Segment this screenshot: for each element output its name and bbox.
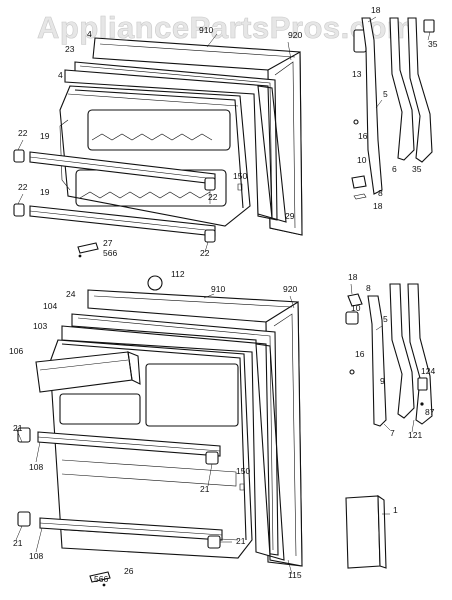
callout-lower-104: 104	[43, 301, 57, 311]
upper-hinge-assemblies	[351, 16, 435, 200]
callout-lower-910: 910	[211, 284, 225, 294]
callout-upper-6: 6	[392, 164, 397, 174]
callout-lower-115: 115	[288, 570, 302, 580]
callout-lower-106: 106	[9, 346, 23, 356]
callout-lower-21a: 21	[13, 423, 23, 433]
lower-shelf-bar-2	[39, 517, 223, 541]
callout-upper-4b: 4	[58, 70, 63, 80]
callout-upper-920: 920	[288, 30, 302, 40]
callout-lower-8: 8	[366, 283, 371, 293]
upper-door-gasket-frame	[64, 41, 292, 223]
upper-small-parts	[77, 183, 243, 258]
callout-lower-566: 566	[94, 574, 108, 584]
lower-shelf-bar-1	[37, 431, 221, 457]
callout-upper-18: 18	[371, 5, 381, 15]
upper-bar-end-caps	[13, 139, 216, 253]
callout-lower-920: 920	[283, 284, 297, 294]
callout-upper-22c: 22	[208, 192, 218, 202]
callout-upper-19a: 19	[40, 131, 50, 141]
callout-lower-7: 7	[390, 428, 395, 438]
lower-small-parts	[89, 483, 245, 587]
callout-lower-108b: 108	[29, 551, 43, 561]
callout-upper-566: 566	[103, 248, 117, 258]
callout-upper-10: 10	[357, 155, 367, 165]
callout-lower-124: 124	[421, 366, 435, 376]
callout-upper-5: 5	[383, 89, 388, 99]
callout-lower-103: 103	[33, 321, 47, 331]
callout-lower-108a: 108	[29, 462, 43, 472]
callout-upper-19b: 19	[40, 187, 50, 197]
callout-lower-16: 16	[355, 349, 365, 359]
callout-upper-150: 150	[233, 171, 247, 181]
callout-lower-21b: 21	[200, 484, 210, 494]
callout-upper-16: 16	[358, 131, 368, 141]
callout-lower-112: 112	[171, 269, 185, 279]
callout-lower-150: 150	[236, 466, 250, 476]
callout-upper-35a: 35	[428, 39, 438, 49]
lower-bar-end-caps	[15, 427, 232, 553]
lower-dairy-compartment-door	[35, 351, 141, 393]
callout-upper-910: 910	[199, 25, 213, 35]
callout-lower-18: 18	[348, 272, 358, 282]
callout-lower-121: 121	[408, 430, 422, 440]
callout-upper-4a: 4	[87, 29, 92, 39]
callout-lower-21c: 21	[13, 538, 23, 548]
callout-upper-18b: 18	[373, 201, 383, 211]
callout-lower-9: 9	[380, 376, 385, 386]
callout-upper-8: 8	[378, 188, 383, 198]
callout-lower-24: 24	[66, 289, 76, 299]
callout-upper-27: 27	[103, 238, 113, 248]
callout-upper-22a: 22	[18, 128, 28, 138]
callout-upper-22d: 22	[200, 248, 210, 258]
upper-door-liner	[59, 85, 251, 227]
callout-upper-22b: 22	[18, 182, 28, 192]
callout-lower-1: 1	[393, 505, 398, 515]
lower-hinge-assemblies	[345, 283, 433, 433]
callout-upper-29: 29	[285, 211, 295, 221]
instruction-booklet	[345, 494, 390, 569]
callout-lower-5: 5	[383, 314, 388, 324]
callout-upper-35b: 35	[412, 164, 422, 174]
callout-upper-23: 23	[65, 44, 75, 54]
callout-upper-13: 13	[352, 69, 362, 79]
callout-lower-26: 26	[124, 566, 134, 576]
lower-plug-button	[147, 275, 163, 291]
callout-lower-87: 87	[425, 407, 435, 417]
callout-lower-21d: 21	[236, 536, 246, 546]
callout-lower-10: 10	[351, 303, 361, 313]
